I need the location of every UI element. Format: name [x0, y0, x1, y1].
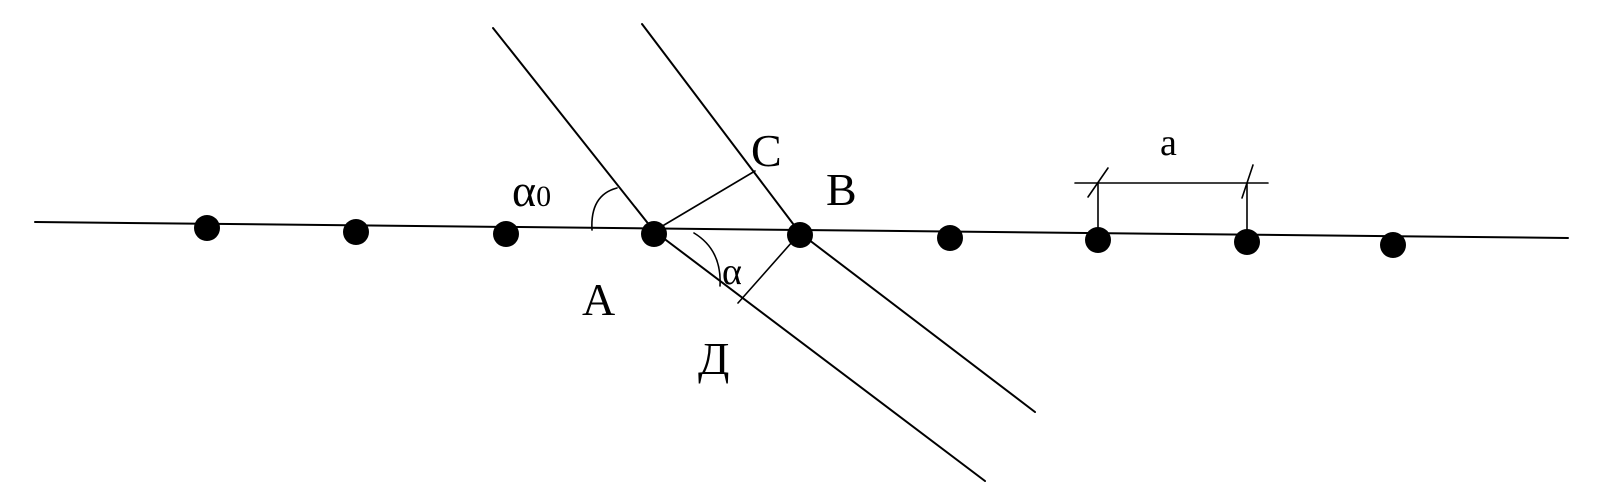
label-point-a: A [582, 274, 615, 325]
label-alpha: α [722, 251, 742, 293]
segment-b-d [737, 232, 801, 304]
label-alpha0: α0 [512, 165, 551, 216]
angle-arc-alpha0 [591, 187, 618, 231]
angle-arc-alpha [693, 232, 721, 287]
label-point-b: B [826, 164, 857, 215]
atom [1234, 229, 1260, 255]
atom [493, 221, 519, 247]
atom [937, 225, 963, 251]
incident-ray-a [492, 27, 655, 232]
diffracted-ray-b [799, 232, 1036, 413]
label-point-c: C [751, 125, 782, 176]
atom [1380, 232, 1406, 258]
atom-b [787, 222, 813, 248]
atom [343, 219, 369, 245]
diffracted-ray-a [653, 230, 986, 482]
atom [1085, 227, 1111, 253]
label-a: a [1160, 122, 1177, 164]
atom [194, 215, 220, 241]
segment-a-c [653, 170, 756, 232]
label-point-d: Д [698, 333, 729, 384]
atom-a [641, 221, 667, 247]
dimension-tick-left [1087, 167, 1109, 198]
incident-ray-b [641, 23, 801, 234]
dimension-tick-right [1241, 164, 1254, 199]
